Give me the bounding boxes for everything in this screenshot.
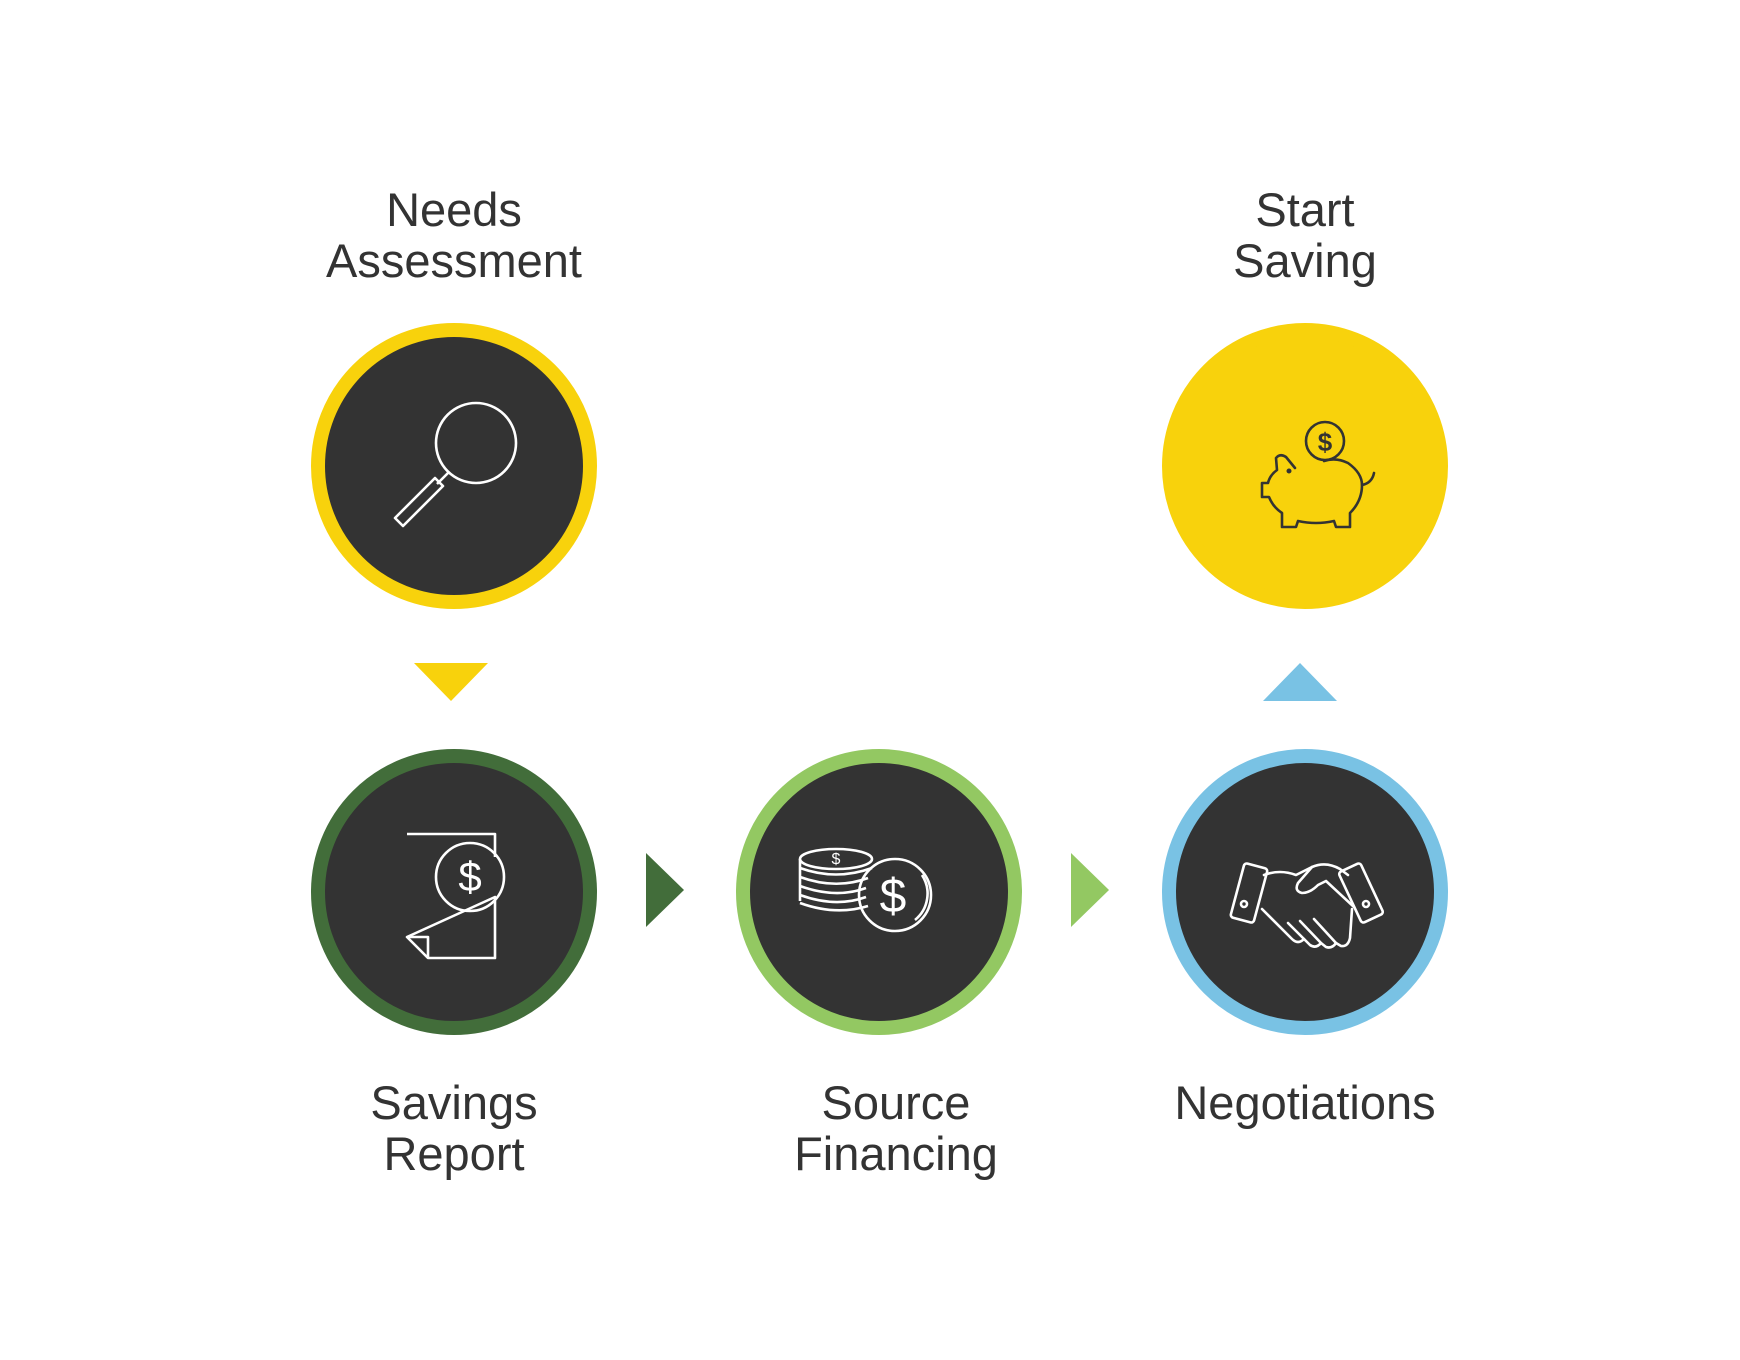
piggy-bank-icon: $	[1260, 420, 1376, 529]
arrow-right-icon	[1071, 853, 1109, 927]
savings-report-label-line2: Report	[383, 1127, 525, 1180]
savings-report-circle: $	[311, 749, 597, 1035]
source-financing-label-line1: Source	[821, 1076, 971, 1129]
dollar-document-icon: $	[405, 832, 506, 960]
start-saving-label: Start Saving	[1095, 184, 1515, 286]
start-saving-label-line1: Start	[1255, 183, 1355, 236]
arrow-down-icon	[414, 663, 488, 701]
svg-text:$: $	[1318, 427, 1333, 457]
source-financing-label-line2: Financing	[794, 1127, 998, 1180]
source-financing-circle: $ $	[736, 749, 1022, 1035]
needs-assessment-label-line2: Assessment	[326, 234, 582, 287]
needs-assessment-label-line1: Needs	[386, 183, 522, 236]
negotiations-label: Negotiations	[1095, 1077, 1515, 1128]
handshake-icon	[1229, 862, 1385, 949]
start-saving-label-line2: Saving	[1233, 234, 1377, 287]
negotiations-label-line1: Negotiations	[1174, 1076, 1436, 1129]
savings-report-label-line1: Savings	[370, 1076, 538, 1129]
savings-report-label: Savings Report	[244, 1077, 664, 1179]
source-financing-label: Source Financing	[686, 1077, 1106, 1179]
magnifying-glass-icon	[393, 401, 518, 528]
arrow-up-icon	[1263, 663, 1337, 701]
svg-text:$: $	[880, 870, 907, 923]
svg-text:$: $	[458, 853, 481, 900]
negotiations-circle	[1162, 749, 1448, 1035]
arrow-right-icon	[646, 853, 684, 927]
svg-text:$: $	[832, 851, 841, 868]
needs-assessment-label: Needs Assessment	[244, 184, 664, 286]
start-saving-circle: $	[1162, 323, 1448, 609]
coin-stack-icon: $ $	[798, 847, 933, 933]
needs-assessment-circle	[311, 323, 597, 609]
